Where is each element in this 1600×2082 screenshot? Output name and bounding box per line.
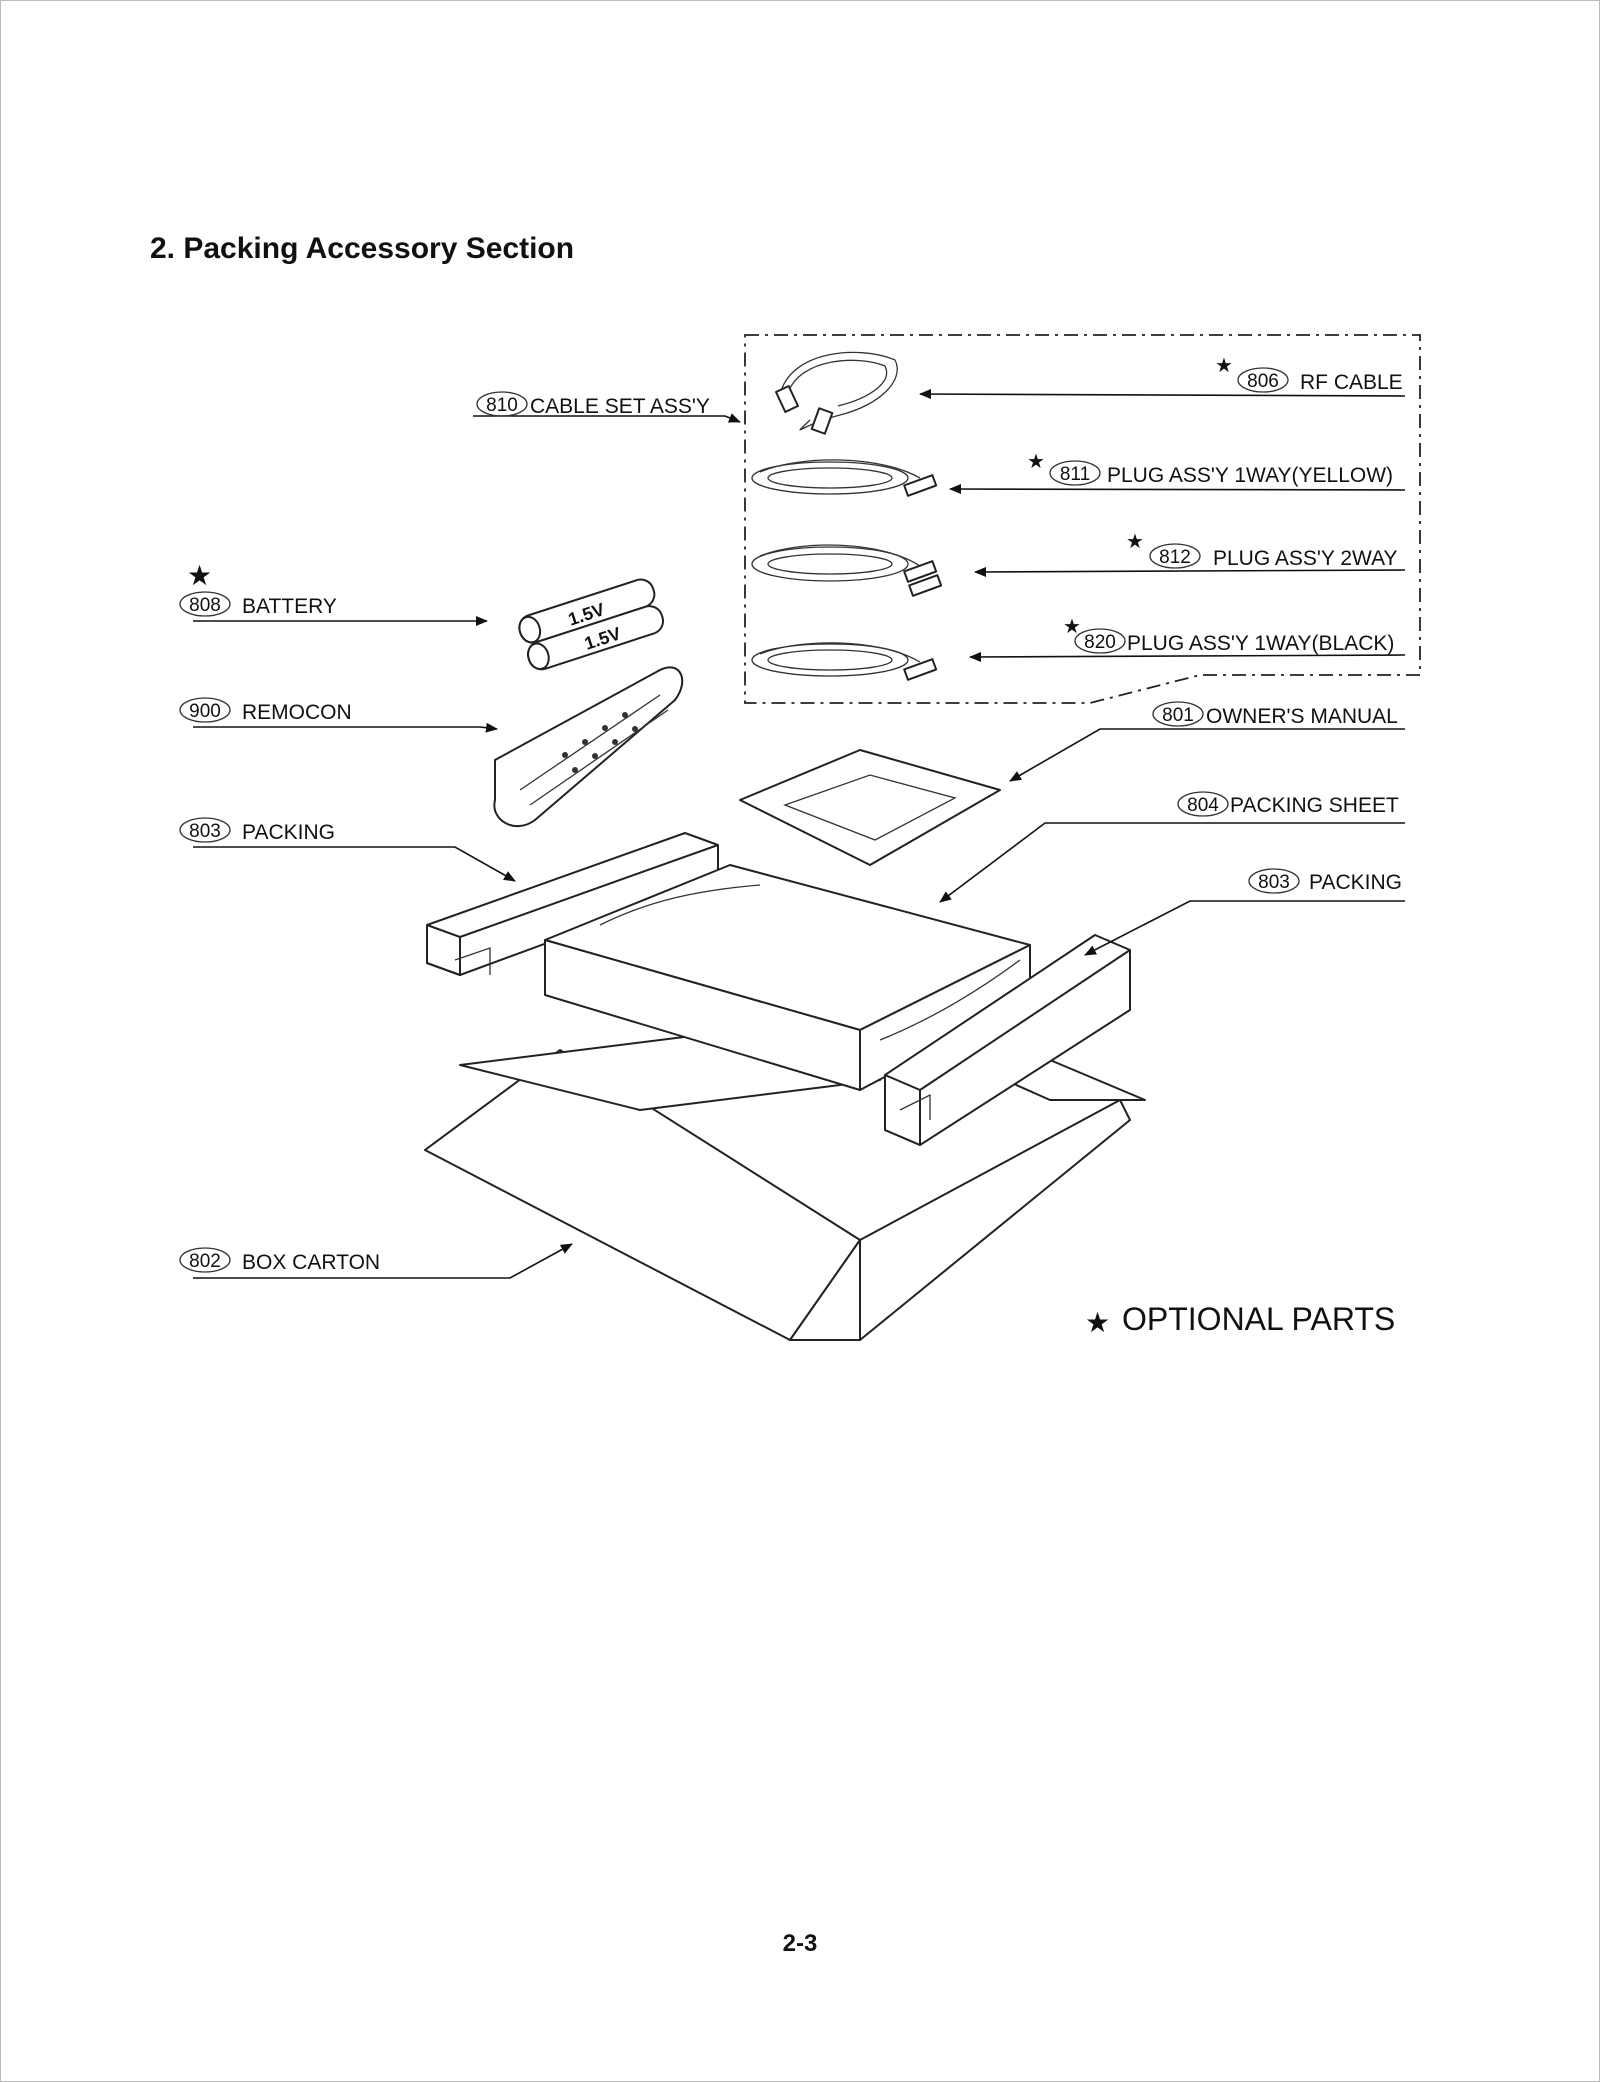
callout-remocon: 900 REMOCON	[179, 697, 352, 724]
svg-text:803: 803	[1258, 872, 1290, 893]
svg-text:PLUG ASS'Y 1WAY(YELLOW): PLUG ASS'Y 1WAY(YELLOW)	[1107, 464, 1393, 487]
svg-text:RF CABLE: RF CABLE	[1300, 371, 1403, 394]
svg-text:BOX CARTON: BOX CARTON	[242, 1251, 380, 1274]
rf-cable-art	[775, 351, 898, 435]
svg-text:★: ★	[1063, 614, 1081, 638]
battery-art: 1.5V 1.5V	[518, 578, 665, 671]
svg-text:803: 803	[189, 821, 221, 842]
svg-text:PLUG ASS'Y 1WAY(BLACK): PLUG ASS'Y 1WAY(BLACK)	[1127, 632, 1394, 655]
callout-packing-sheet: 804 PACKING SHEET	[1177, 791, 1399, 817]
svg-text:802: 802	[189, 1251, 221, 1272]
plug-2way-art	[751, 544, 943, 597]
callout-rf-cable: ★ 806 RF CABLE	[1215, 353, 1403, 394]
callout-packing-right: 803 PACKING	[1248, 868, 1402, 894]
svg-text:PLUG ASS'Y 2WAY: PLUG ASS'Y 2WAY	[1213, 547, 1398, 570]
callout-cable-set: 810 CABLE SET ASS'Y	[476, 391, 710, 418]
svg-text:★: ★	[1027, 449, 1045, 473]
svg-text:806: 806	[1247, 371, 1279, 392]
svg-text:★: ★	[1126, 529, 1144, 553]
svg-text:810: 810	[486, 395, 518, 416]
callout-packing-left: 803 PACKING	[179, 817, 335, 844]
svg-text:REMOCON: REMOCON	[242, 701, 352, 724]
plug-black-art	[751, 642, 938, 681]
svg-text:820: 820	[1084, 632, 1116, 653]
callout-plug-2way: ★ 812 PLUG ASS'Y 2WAY	[1126, 529, 1398, 570]
callout-plug-yellow: ★ 811 PLUG ASS'Y 1WAY(YELLOW)	[1027, 449, 1393, 487]
plug-yellow-art	[751, 459, 938, 497]
callout-owners-manual: 801 OWNER'S MANUAL	[1152, 701, 1398, 728]
svg-text:812: 812	[1159, 547, 1191, 568]
callout-plug-black: ★ 820 PLUG ASS'Y 1WAY(BLACK)	[1063, 614, 1394, 655]
section-title: 2. Packing Accessory Section	[150, 232, 575, 265]
svg-text:CABLE SET ASS'Y: CABLE SET ASS'Y	[530, 395, 710, 418]
leader-lines	[193, 389, 1406, 1279]
owners-manual-art	[739, 749, 1001, 866]
cable-set-enclosure	[744, 334, 1421, 704]
legend-star-icon: ★	[1085, 1306, 1110, 1339]
svg-text:★: ★	[187, 559, 212, 592]
legend-label: OPTIONAL PARTS	[1122, 1301, 1395, 1337]
packing-right-art	[884, 934, 1131, 1146]
callout-box-carton: 802 BOX CARTON	[179, 1247, 380, 1274]
svg-text:OWNER'S MANUAL: OWNER'S MANUAL	[1206, 705, 1398, 728]
svg-text:801: 801	[1162, 705, 1194, 726]
remocon-art	[493, 666, 684, 827]
svg-text:PACKING: PACKING	[242, 821, 335, 844]
svg-text:811: 811	[1060, 464, 1090, 485]
svg-text:808: 808	[189, 595, 221, 616]
box-carton-art	[424, 1034, 1146, 1341]
page-number: 2-3	[782, 1930, 818, 1957]
optional-parts-legend: ★ OPTIONAL PARTS	[1085, 1301, 1395, 1339]
main-unit-art	[544, 864, 1031, 1091]
svg-text:PACKING: PACKING	[1309, 871, 1402, 894]
callout-battery: ★ 808 BATTERY	[179, 559, 337, 618]
svg-text:804: 804	[1187, 795, 1219, 816]
svg-text:900: 900	[189, 701, 221, 722]
svg-text:BATTERY: BATTERY	[242, 595, 337, 618]
svg-text:★: ★	[1215, 353, 1233, 377]
svg-text:PACKING SHEET: PACKING SHEET	[1230, 794, 1399, 817]
